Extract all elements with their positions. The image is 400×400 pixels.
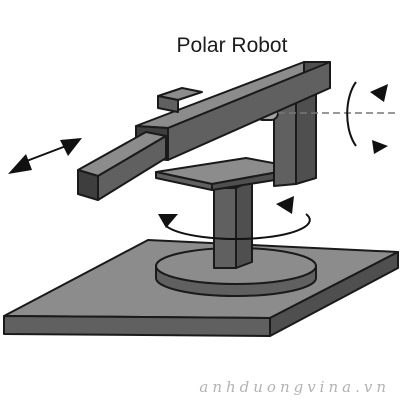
linear-motion-arrow-icon (8, 138, 82, 174)
watermark-text: anhduongvina.vn (199, 378, 390, 396)
diagram-title: Polar Robot (177, 34, 288, 57)
pitch-rotation-arrow-icon (278, 81, 395, 154)
extension-rod (77, 131, 167, 201)
base-rotation-arrow-icon (158, 196, 311, 240)
vertical-column (213, 179, 253, 269)
